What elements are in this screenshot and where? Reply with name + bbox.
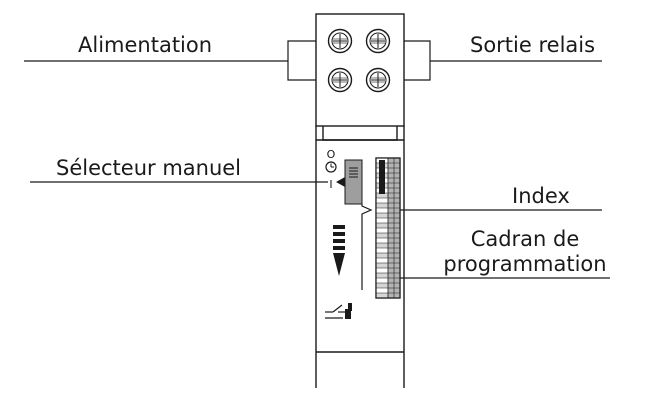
manual-selector[interactable] xyxy=(344,159,363,205)
dial-segment[interactable] xyxy=(376,293,388,298)
dial-segment[interactable] xyxy=(376,198,388,203)
dial-segment[interactable] xyxy=(376,218,388,223)
label-selecteur-manuel: Sélecteur manuel xyxy=(56,156,242,180)
selector-on-symbol: I xyxy=(329,178,332,191)
dial-segment[interactable] xyxy=(376,273,388,278)
dial-segment[interactable] xyxy=(376,268,388,273)
screw-terminal-icon xyxy=(327,28,353,54)
dial-segment[interactable] xyxy=(376,253,388,258)
dial-segment[interactable] xyxy=(376,203,388,208)
label-cadran-line1: Cadran de xyxy=(470,227,580,251)
dial-segment[interactable] xyxy=(376,283,388,288)
dial-segment[interactable] xyxy=(376,223,388,228)
relay-contact-icon xyxy=(325,303,352,319)
selector-arrow-icon xyxy=(336,177,345,187)
label-index: Index xyxy=(512,184,570,208)
label-alimentation: Alimentation xyxy=(78,33,213,57)
programming-dial[interactable] xyxy=(375,157,401,299)
selector-off-symbol: O xyxy=(327,148,336,161)
screw-terminal-icon xyxy=(365,28,391,54)
module-body xyxy=(315,126,405,388)
dial-segment[interactable] xyxy=(376,238,388,243)
label-sortie-relais: Sortie relais xyxy=(470,33,596,57)
label-cadran-line2: programmation xyxy=(443,252,607,276)
screw-terminal-icon xyxy=(365,67,391,93)
dial-segment[interactable] xyxy=(376,243,388,248)
dial-segment[interactable] xyxy=(376,258,388,263)
dial-segment[interactable] xyxy=(376,233,388,238)
terminal-block xyxy=(315,13,405,127)
dial-segment[interactable] xyxy=(376,228,388,233)
dial-segment[interactable] xyxy=(376,288,388,293)
dial-segment[interactable] xyxy=(376,278,388,283)
dial-segment[interactable] xyxy=(376,213,388,218)
dial-segment[interactable] xyxy=(376,263,388,268)
dial-segment[interactable] xyxy=(376,208,388,213)
leader-sortie-relais xyxy=(404,40,602,81)
dial-segment[interactable] xyxy=(376,248,388,253)
down-arrow-icon xyxy=(333,225,345,276)
dial-segment[interactable] xyxy=(376,193,388,198)
index-marker xyxy=(361,204,373,290)
dial-pointer xyxy=(379,160,385,194)
leader-alimentation xyxy=(24,40,316,81)
clock-icon xyxy=(325,161,337,173)
screw-terminal-icon xyxy=(327,67,353,93)
